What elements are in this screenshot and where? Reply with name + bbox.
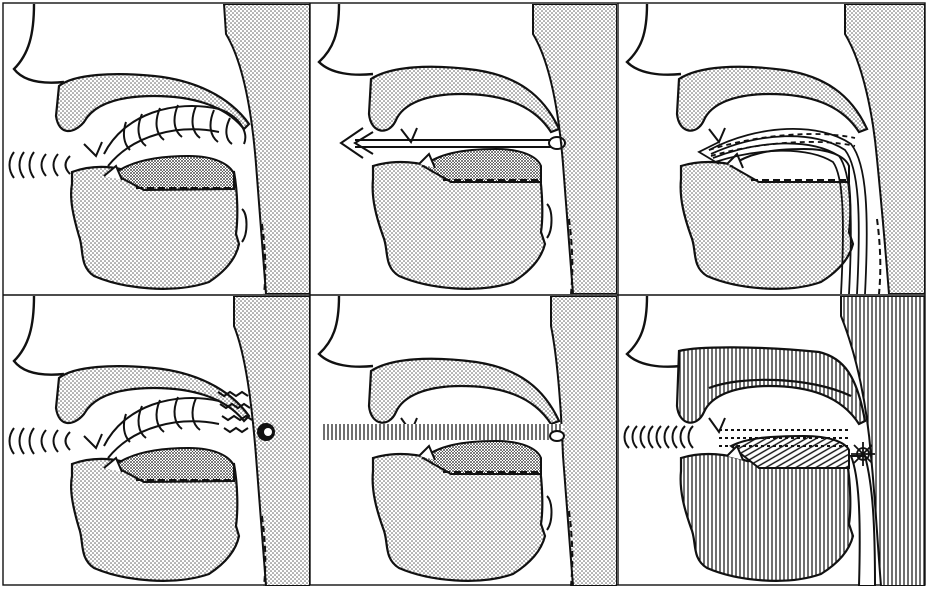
- nose-outline: [14, 296, 64, 375]
- nose-outline: [14, 4, 64, 83]
- hatched-beam: [323, 424, 563, 440]
- glottal-source: [257, 423, 275, 441]
- nose-outline: [319, 4, 373, 75]
- upper-teeth: [709, 128, 725, 142]
- panel-1: [10, 4, 311, 294]
- nose-outline: [319, 296, 373, 367]
- palate-region: [677, 347, 865, 424]
- upper-teeth: [709, 418, 725, 432]
- pharynx-back-region: [845, 4, 925, 294]
- panel-5: [319, 296, 617, 586]
- emitted-waves-left: [10, 152, 71, 178]
- resonance-back-region: [841, 296, 925, 586]
- palate-region: [677, 67, 867, 132]
- upper-teeth: [84, 142, 102, 156]
- nose-outline: [627, 296, 681, 367]
- panel-6: [625, 296, 926, 586]
- lower-jaw-region: [681, 454, 853, 581]
- palate-region: [369, 359, 559, 424]
- panel-4: [10, 296, 311, 586]
- palate-region: [56, 366, 249, 423]
- panel-3: [627, 4, 925, 294]
- glottal-burst: [851, 442, 875, 466]
- panel-2: [319, 4, 617, 294]
- tongue-region: [423, 441, 541, 474]
- pharynx-back-region: [533, 4, 617, 294]
- upper-teeth: [84, 434, 102, 448]
- pharynx-back-region: [234, 296, 310, 586]
- tongue-region: [423, 149, 541, 182]
- emitted-waves-left: [10, 428, 71, 454]
- nose-outline: [627, 4, 681, 75]
- palate-region: [56, 74, 249, 131]
- palate-region: [369, 67, 559, 132]
